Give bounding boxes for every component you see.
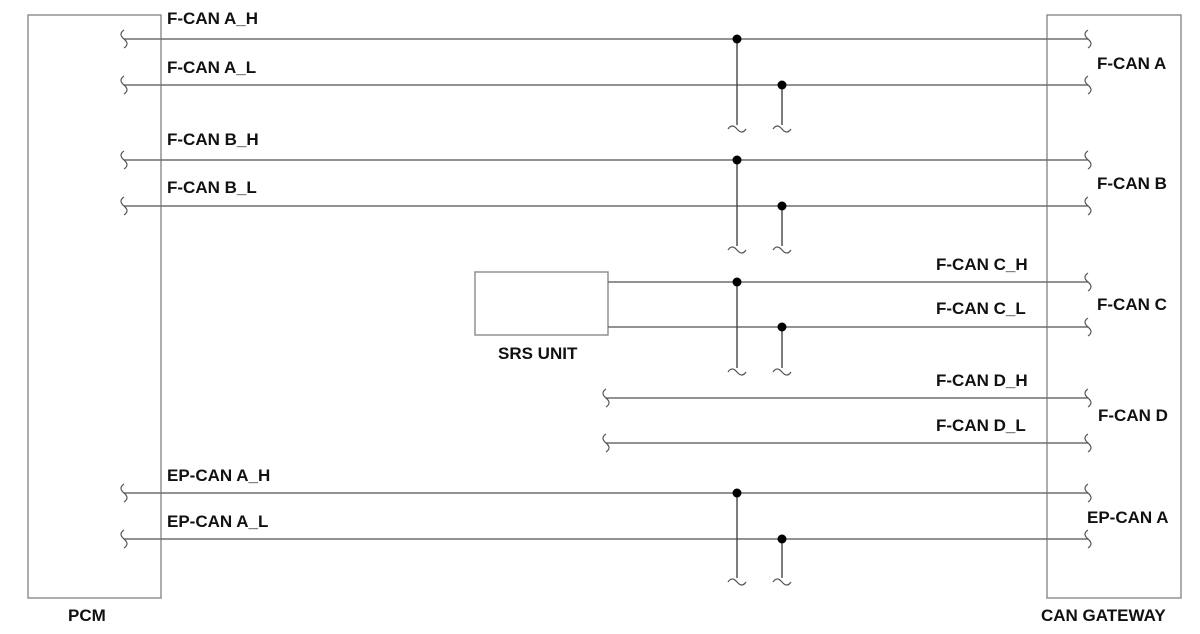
- splice-end-icon: [772, 578, 792, 586]
- splice-dot: [777, 201, 787, 211]
- splice-dot: [777, 80, 787, 90]
- connector-break-icon: [120, 483, 128, 503]
- label-fcan-b-h: F-CAN B_H: [167, 130, 259, 149]
- label-fcan-c-h: F-CAN C_H: [936, 255, 1028, 274]
- connector-break-icon: [120, 29, 128, 49]
- connector-break-icon: [1084, 483, 1092, 503]
- connector-break-icon: [602, 388, 610, 408]
- splice-epcan-a: [727, 488, 792, 586]
- label-fcan-a-l: F-CAN A_L: [167, 58, 256, 77]
- connector-break-icon: [1084, 272, 1092, 292]
- connector-break-icon: [1084, 529, 1092, 549]
- connector-break-icon: [1084, 75, 1092, 95]
- splice-end-icon: [772, 125, 792, 133]
- connector-break-icon: [1084, 29, 1092, 49]
- splice-dot: [732, 155, 742, 165]
- splice-fcan-b: [727, 155, 792, 254]
- can-gateway-box: [1046, 14, 1182, 599]
- splice-end-icon: [727, 246, 747, 254]
- label-bus-fcan-c: F-CAN C: [1097, 295, 1167, 314]
- label-fcan-a-h: F-CAN A_H: [167, 9, 258, 28]
- splice-fcan-a: [727, 34, 792, 133]
- label-bus-epcan-a: EP-CAN A: [1087, 508, 1169, 527]
- label-fcan-c-l: F-CAN C_L: [936, 299, 1026, 318]
- label-fcan-d-h: F-CAN D_H: [936, 371, 1028, 390]
- connector-break-icon: [120, 150, 128, 170]
- label-pcm: PCM: [68, 606, 106, 625]
- label-epcan-a-h: EP-CAN A_H: [167, 466, 270, 485]
- connector-break-icon: [1084, 388, 1092, 408]
- splice-end-icon: [727, 578, 747, 586]
- label-can-gateway: CAN GATEWAY: [1041, 606, 1166, 625]
- splice-end-icon: [727, 368, 747, 376]
- connector-break-icon: [602, 433, 610, 453]
- pcm-box: [27, 14, 162, 599]
- label-bus-fcan-b: F-CAN B: [1097, 174, 1167, 193]
- splice-dot: [732, 277, 742, 287]
- label-bus-fcan-d: F-CAN D: [1098, 406, 1168, 425]
- splice-fcan-c: [727, 277, 792, 376]
- splice-dot: [732, 34, 742, 44]
- connector-break-icon: [1084, 317, 1092, 337]
- splice-end-icon: [772, 368, 792, 376]
- label-srs-unit: SRS UNIT: [498, 344, 578, 363]
- srs-unit-box: [474, 271, 609, 336]
- splice-dot: [732, 488, 742, 498]
- connector-break-icon: [120, 529, 128, 549]
- splice-dot: [777, 322, 787, 332]
- connector-break-icon: [1084, 433, 1092, 453]
- label-bus-fcan-a: F-CAN A: [1097, 54, 1166, 73]
- label-fcan-d-l: F-CAN D_L: [936, 416, 1026, 435]
- connector-break-icon: [120, 196, 128, 216]
- connector-break-icon: [1084, 196, 1092, 216]
- splice-end-icon: [727, 125, 747, 133]
- label-fcan-b-l: F-CAN B_L: [167, 178, 257, 197]
- splice-dot: [777, 534, 787, 544]
- connector-break-icon: [120, 75, 128, 95]
- splice-end-icon: [772, 246, 792, 254]
- connector-break-icon: [1084, 150, 1092, 170]
- label-epcan-a-l: EP-CAN A_L: [167, 512, 268, 531]
